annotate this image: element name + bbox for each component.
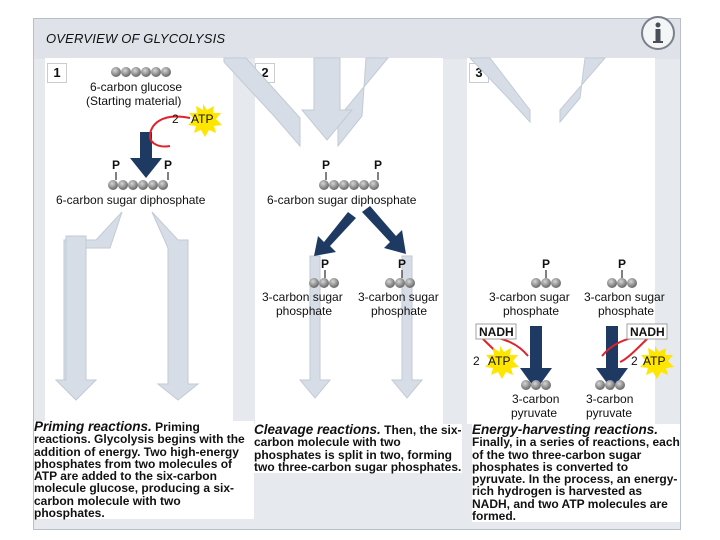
priming-arrow	[130, 132, 162, 178]
three-carbon-label-3b: 3-carbon sugar	[584, 290, 665, 304]
glucose-bead-chain	[111, 67, 171, 77]
split-arrow-left	[314, 212, 356, 256]
diphosphate-label-2: 6-carbon sugar diphosphate	[267, 193, 417, 207]
cleavage-text: Then, the six-carbon molecule with two p…	[254, 423, 462, 474]
info-icon[interactable]	[640, 15, 676, 51]
diphosphate-label-1: 6-carbon sugar diphosphate	[56, 193, 206, 207]
diphosphate-bead-chain-1	[108, 180, 168, 190]
atp-label-left: ATP	[488, 354, 511, 368]
split-arrow-right	[362, 206, 406, 254]
energy-input-curves	[149, 115, 191, 148]
phosphate-p-3b: P	[618, 257, 627, 271]
three-carbon-label-2a: 3-carbon sugar	[262, 290, 343, 304]
phosphate-p-2c: P	[321, 257, 330, 271]
pyruvate-right-line2: pyruvate	[586, 406, 633, 420]
three-carbon-label-3a: 3-carbon sugar	[489, 290, 570, 304]
atp-count-input: 2	[172, 112, 179, 126]
phosphate-p-1b: P	[164, 158, 173, 172]
pyruvate-left-line2: pyruvate	[511, 406, 558, 420]
nadh-badges	[475, 323, 668, 340]
priming-heading: Priming reactions.	[34, 419, 152, 434]
dark-flow-arrows	[130, 132, 628, 390]
nadh-label-left: NADH	[479, 325, 514, 339]
three-carbon-label-2b: 3-carbon sugar	[358, 290, 439, 304]
diphosphate-bead-chain-2	[319, 180, 379, 190]
phosphate-p-2d: P	[398, 257, 407, 271]
three-carbon-bead-chains	[309, 278, 637, 288]
energy-text: Finally, in a series of reactions, each …	[472, 435, 680, 524]
page-title: OVERVIEW OF GLYCOLYSIS	[46, 31, 226, 46]
atp-burst-left	[485, 346, 519, 379]
atp-burst-right	[640, 346, 674, 379]
phosphate-stems	[115, 172, 623, 278]
glucose-label: 6-carbon glucose	[90, 80, 183, 94]
pyruvate-bead-chains	[521, 380, 625, 390]
phosphate-p-2a: P	[322, 158, 331, 172]
phosphate-label-2a: phosphate	[276, 304, 333, 318]
harvest-arrow-right	[596, 326, 628, 390]
pyruvate-right-line1: 3-carbon	[586, 392, 634, 406]
atp-label-input: ATP	[191, 112, 214, 126]
phosphate-p-3a: P	[542, 257, 551, 271]
nadh-label-right: NADH	[630, 325, 665, 339]
energy-description: Energy-harvesting reactions. Finally, in…	[472, 422, 680, 524]
starting-material-label: (Starting material)	[86, 94, 182, 108]
atp-label-right: ATP	[643, 354, 666, 368]
phosphate-p-1a: P	[112, 158, 121, 172]
energy-heading: Energy-harvesting reactions.	[472, 422, 659, 437]
atp-count-left: 2	[473, 354, 480, 368]
cleavage-heading: Cleavage reactions.	[254, 422, 381, 437]
phosphate-label-3a: phosphate	[503, 304, 560, 318]
phosphate-label-2b: phosphate	[371, 304, 428, 318]
step-number-1: 1	[47, 63, 67, 83]
priming-description: Priming reactions. Priming reactions. Gl…	[34, 419, 254, 521]
cleavage-description: Cleavage reactions. Then, the six-carbon…	[254, 422, 462, 474]
priming-text: Priming reactions. Glycolysis begins wit…	[34, 420, 245, 521]
title-bar	[34, 19, 680, 59]
pyruvate-left-line1: 3-carbon	[512, 392, 560, 406]
light-flow-arrows	[54, 57, 607, 401]
atp-burst-input	[188, 104, 222, 137]
harvest-arrow-left	[520, 326, 552, 390]
atp-count-right: 2	[631, 354, 638, 368]
phosphate-p-2b: P	[374, 158, 383, 172]
phosphate-label-3b: phosphate	[598, 304, 655, 318]
